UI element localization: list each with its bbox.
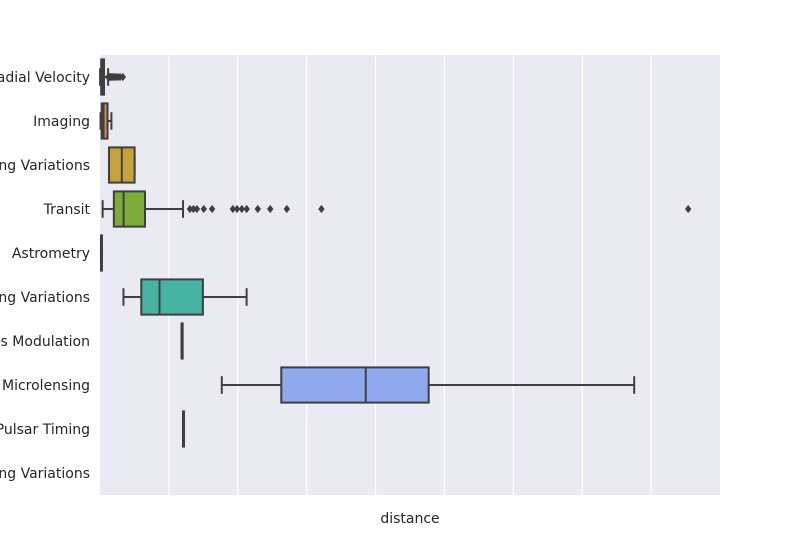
box-group [99,58,127,96]
box-group [99,234,103,272]
box-group [107,146,136,184]
grid-lines [168,55,652,495]
outlier-point [233,204,241,214]
x-axis-label: distance [380,511,439,527]
box-group [99,102,113,140]
box [140,278,204,316]
y-tick-label: Imaging [33,114,90,130]
y-tick-labels: Radial VelocityImagingEclipse Timing Var… [0,70,91,482]
box [100,102,109,140]
box [112,190,146,228]
outlier-point [186,204,194,214]
box-group [182,410,186,448]
outlier-point [267,204,274,214]
outlier-point [193,204,201,214]
outlier-point [684,204,692,214]
outlier-point [229,204,237,214]
y-tick-label: Microlensing [2,378,90,394]
outlier-point [318,204,325,214]
plot-area [100,55,720,495]
y-tick-label: Transit Timing Variations [0,290,90,306]
outlier-point [119,72,127,82]
outlier-point [254,204,261,214]
outlier-point [243,204,250,214]
y-tick-label: Radial Velocity [0,70,90,86]
y-tick-label: Orbital Brightness Modulation [0,334,90,350]
box-group [122,278,248,316]
y-tick-label: Eclipse Timing Variations [0,158,90,174]
box-series [99,58,692,448]
outlier-point [208,204,216,214]
y-tick-label: Transit [43,202,91,218]
outlier-point [190,204,197,214]
box-group [101,190,692,228]
outlier-point [200,204,207,214]
box-group [180,322,184,360]
outlier-point [238,204,246,214]
y-tick-label: Astrometry [12,246,90,262]
box [280,366,430,404]
y-tick-label: Pulsar Timing [0,422,90,438]
y-tick-label: Pulsar Timing Variations [0,466,90,482]
box-group [220,366,636,404]
outlier-point [283,204,291,214]
